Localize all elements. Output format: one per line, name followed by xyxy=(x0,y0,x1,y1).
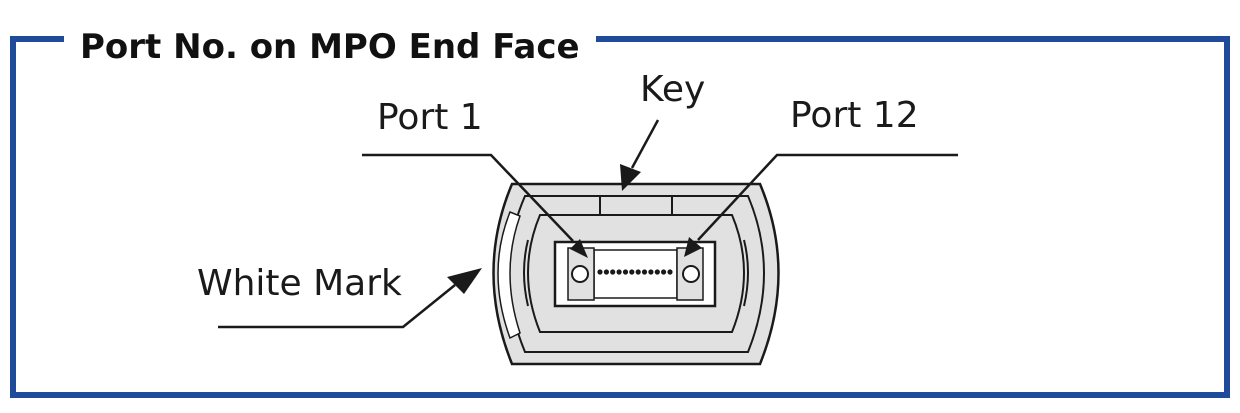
fiber-dot xyxy=(616,269,622,275)
port1-arrowhead xyxy=(570,239,588,258)
housing-right-arc xyxy=(743,239,749,307)
connector-key xyxy=(599,195,673,216)
port1-leader-line xyxy=(362,153,574,242)
fiber-dot xyxy=(654,269,660,275)
white-mark-arrowhead xyxy=(447,268,482,294)
key-arrowhead xyxy=(620,164,641,191)
port1-label: Port 1 xyxy=(377,97,483,138)
fiber-dot xyxy=(641,269,648,275)
diagram-title: Port No. on MPO End Face xyxy=(64,22,596,72)
fiber-dot xyxy=(661,269,667,275)
white-mark-leader-line xyxy=(218,284,456,329)
guide-pin-hole-right xyxy=(682,265,700,283)
fiber-dot xyxy=(603,269,610,275)
fiber-dot xyxy=(610,269,616,275)
diagram-frame xyxy=(10,36,1230,398)
key-leader-line xyxy=(630,119,660,169)
port12-label: Port 12 xyxy=(790,95,919,136)
fiber-dot xyxy=(629,269,635,275)
fiber-dot xyxy=(667,269,673,275)
fiber-dot xyxy=(622,269,629,275)
port12-leader-line xyxy=(697,153,958,241)
fiber-array xyxy=(597,269,673,275)
guide-pin-hole-left xyxy=(571,265,589,283)
fiber-dot xyxy=(597,269,603,275)
key-label: Key xyxy=(640,69,706,110)
housing-left-arc xyxy=(523,239,529,307)
white-mark-label: White Mark xyxy=(197,263,402,304)
port12-arrowhead xyxy=(684,237,702,257)
fiber-dot xyxy=(648,269,654,275)
white-mark xyxy=(497,211,521,340)
fiber-dot xyxy=(635,269,641,275)
